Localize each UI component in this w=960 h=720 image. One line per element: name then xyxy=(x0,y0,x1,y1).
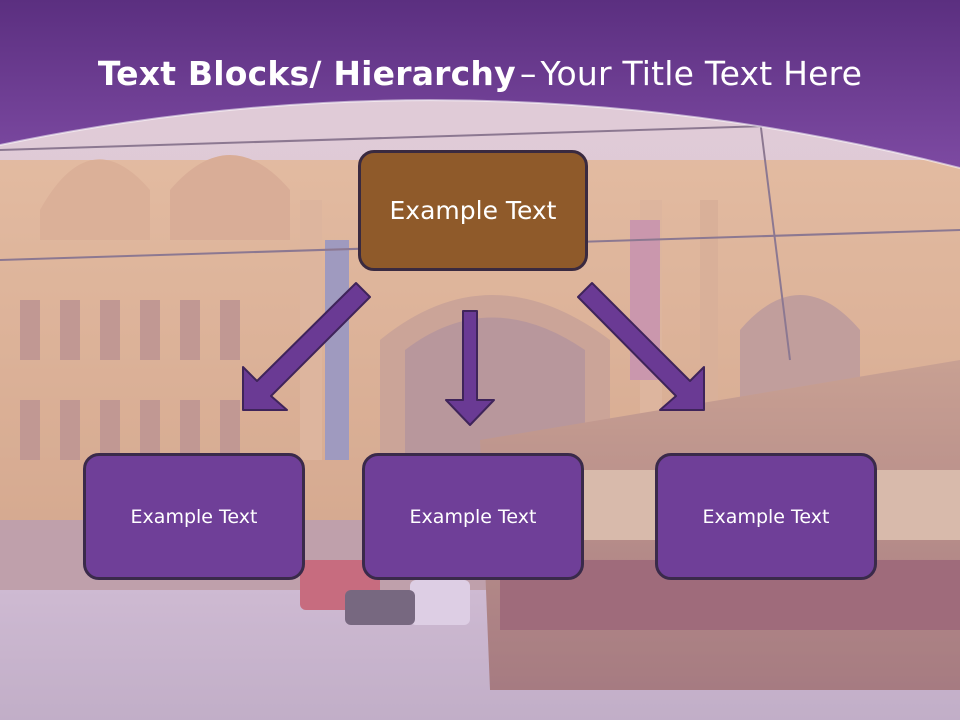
child-box-left: Example Text xyxy=(83,453,305,580)
slide-title: Text Blocks/ Hierarchy–Your Title Text H… xyxy=(0,54,960,93)
child-box-right: Example Text xyxy=(655,453,877,580)
header-band xyxy=(0,0,960,169)
child-box-label: Example Text xyxy=(409,505,537,528)
child-box-label: Example Text xyxy=(130,505,258,528)
top-box: Example Text xyxy=(358,150,588,271)
title-separator: – xyxy=(519,54,537,93)
title-rest: Your Title Text Here xyxy=(540,54,863,93)
top-box-label: Example Text xyxy=(389,196,557,225)
child-box-middle: Example Text xyxy=(362,453,584,580)
title-bold: Text Blocks/ Hierarchy xyxy=(97,54,516,93)
child-box-label: Example Text xyxy=(702,505,830,528)
